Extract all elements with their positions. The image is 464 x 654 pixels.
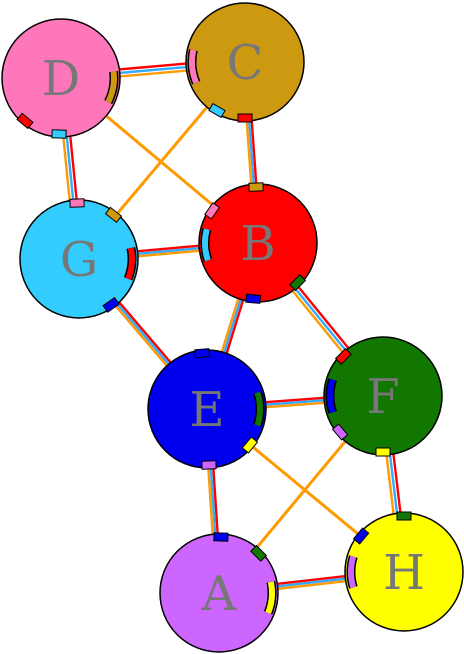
port-tab-E-3	[241, 436, 259, 454]
node-label-G: G	[60, 232, 98, 288]
port-tab-A-1	[213, 532, 229, 542]
port-tab-A-2	[250, 544, 268, 562]
node-label-B: B	[240, 216, 275, 272]
port-tab-F-1	[334, 347, 352, 365]
node-G[interactable]: G	[19, 198, 139, 319]
port-arc-fill-A-0	[265, 581, 275, 614]
port-tab-C-1	[208, 102, 226, 119]
port-tab-D-2	[51, 129, 67, 139]
edge-C-B	[245, 118, 258, 187]
edge-E-F	[263, 396, 327, 409]
port-arc-fill-C-0	[189, 49, 200, 84]
port-tab-G-2	[104, 206, 123, 224]
port-arc-fill-D-0	[105, 71, 117, 104]
port-arc-fill-B-0	[202, 228, 211, 262]
port-arc-fill-E-0	[254, 391, 263, 427]
node-H[interactable]: H	[344, 511, 464, 632]
edges-layer	[61, 62, 402, 591]
port-tab-B-3	[245, 293, 261, 304]
port-tab-F-2	[331, 423, 349, 441]
port-tab-E-2	[201, 460, 217, 470]
edge-G-B	[135, 244, 202, 258]
port-tab-F-3	[375, 447, 391, 457]
port-tab-C-2	[237, 113, 253, 123]
node-A[interactable]: A	[159, 532, 279, 653]
port-arc-fill-F-0	[327, 378, 336, 414]
port-tab-E-1	[194, 348, 210, 359]
port-arc-fill-H-0	[348, 555, 357, 589]
node-B[interactable]: B	[198, 182, 318, 304]
edge-B-F	[290, 284, 351, 355]
port-arc-fill-G-0	[125, 247, 135, 280]
node-label-C: C	[227, 35, 264, 91]
edge-C-G	[114, 104, 210, 217]
edge-E-A	[207, 465, 219, 537]
edge-F-H	[385, 452, 402, 516]
node-label-H: H	[383, 545, 425, 601]
edge-F-A	[254, 438, 348, 551]
port-tab-G-3	[102, 296, 120, 313]
node-C[interactable]: C	[185, 2, 305, 123]
port-tab-D-1	[16, 112, 34, 130]
node-label-A: A	[201, 566, 238, 622]
node-F[interactable]: F	[323, 336, 443, 457]
port-tab-B-4	[289, 274, 307, 292]
edge-B-E	[220, 296, 245, 356]
port-tab-H-1	[396, 511, 412, 521]
node-label-F: F	[366, 369, 399, 425]
node-E[interactable]: E	[147, 348, 267, 470]
port-tab-H-2	[352, 527, 370, 545]
edge-D-G	[61, 134, 79, 203]
port-tab-B-2	[204, 202, 221, 220]
node-label-D: D	[42, 51, 80, 107]
edge-D-C	[117, 62, 189, 78]
node-D[interactable]: D	[1, 18, 121, 139]
edge-D-B	[103, 113, 216, 208]
node-label-E: E	[189, 382, 224, 438]
port-tab-B-1	[248, 182, 264, 192]
edge-A-H	[275, 574, 348, 591]
port-tab-G-1	[69, 198, 85, 208]
edge-G-E	[113, 299, 173, 369]
